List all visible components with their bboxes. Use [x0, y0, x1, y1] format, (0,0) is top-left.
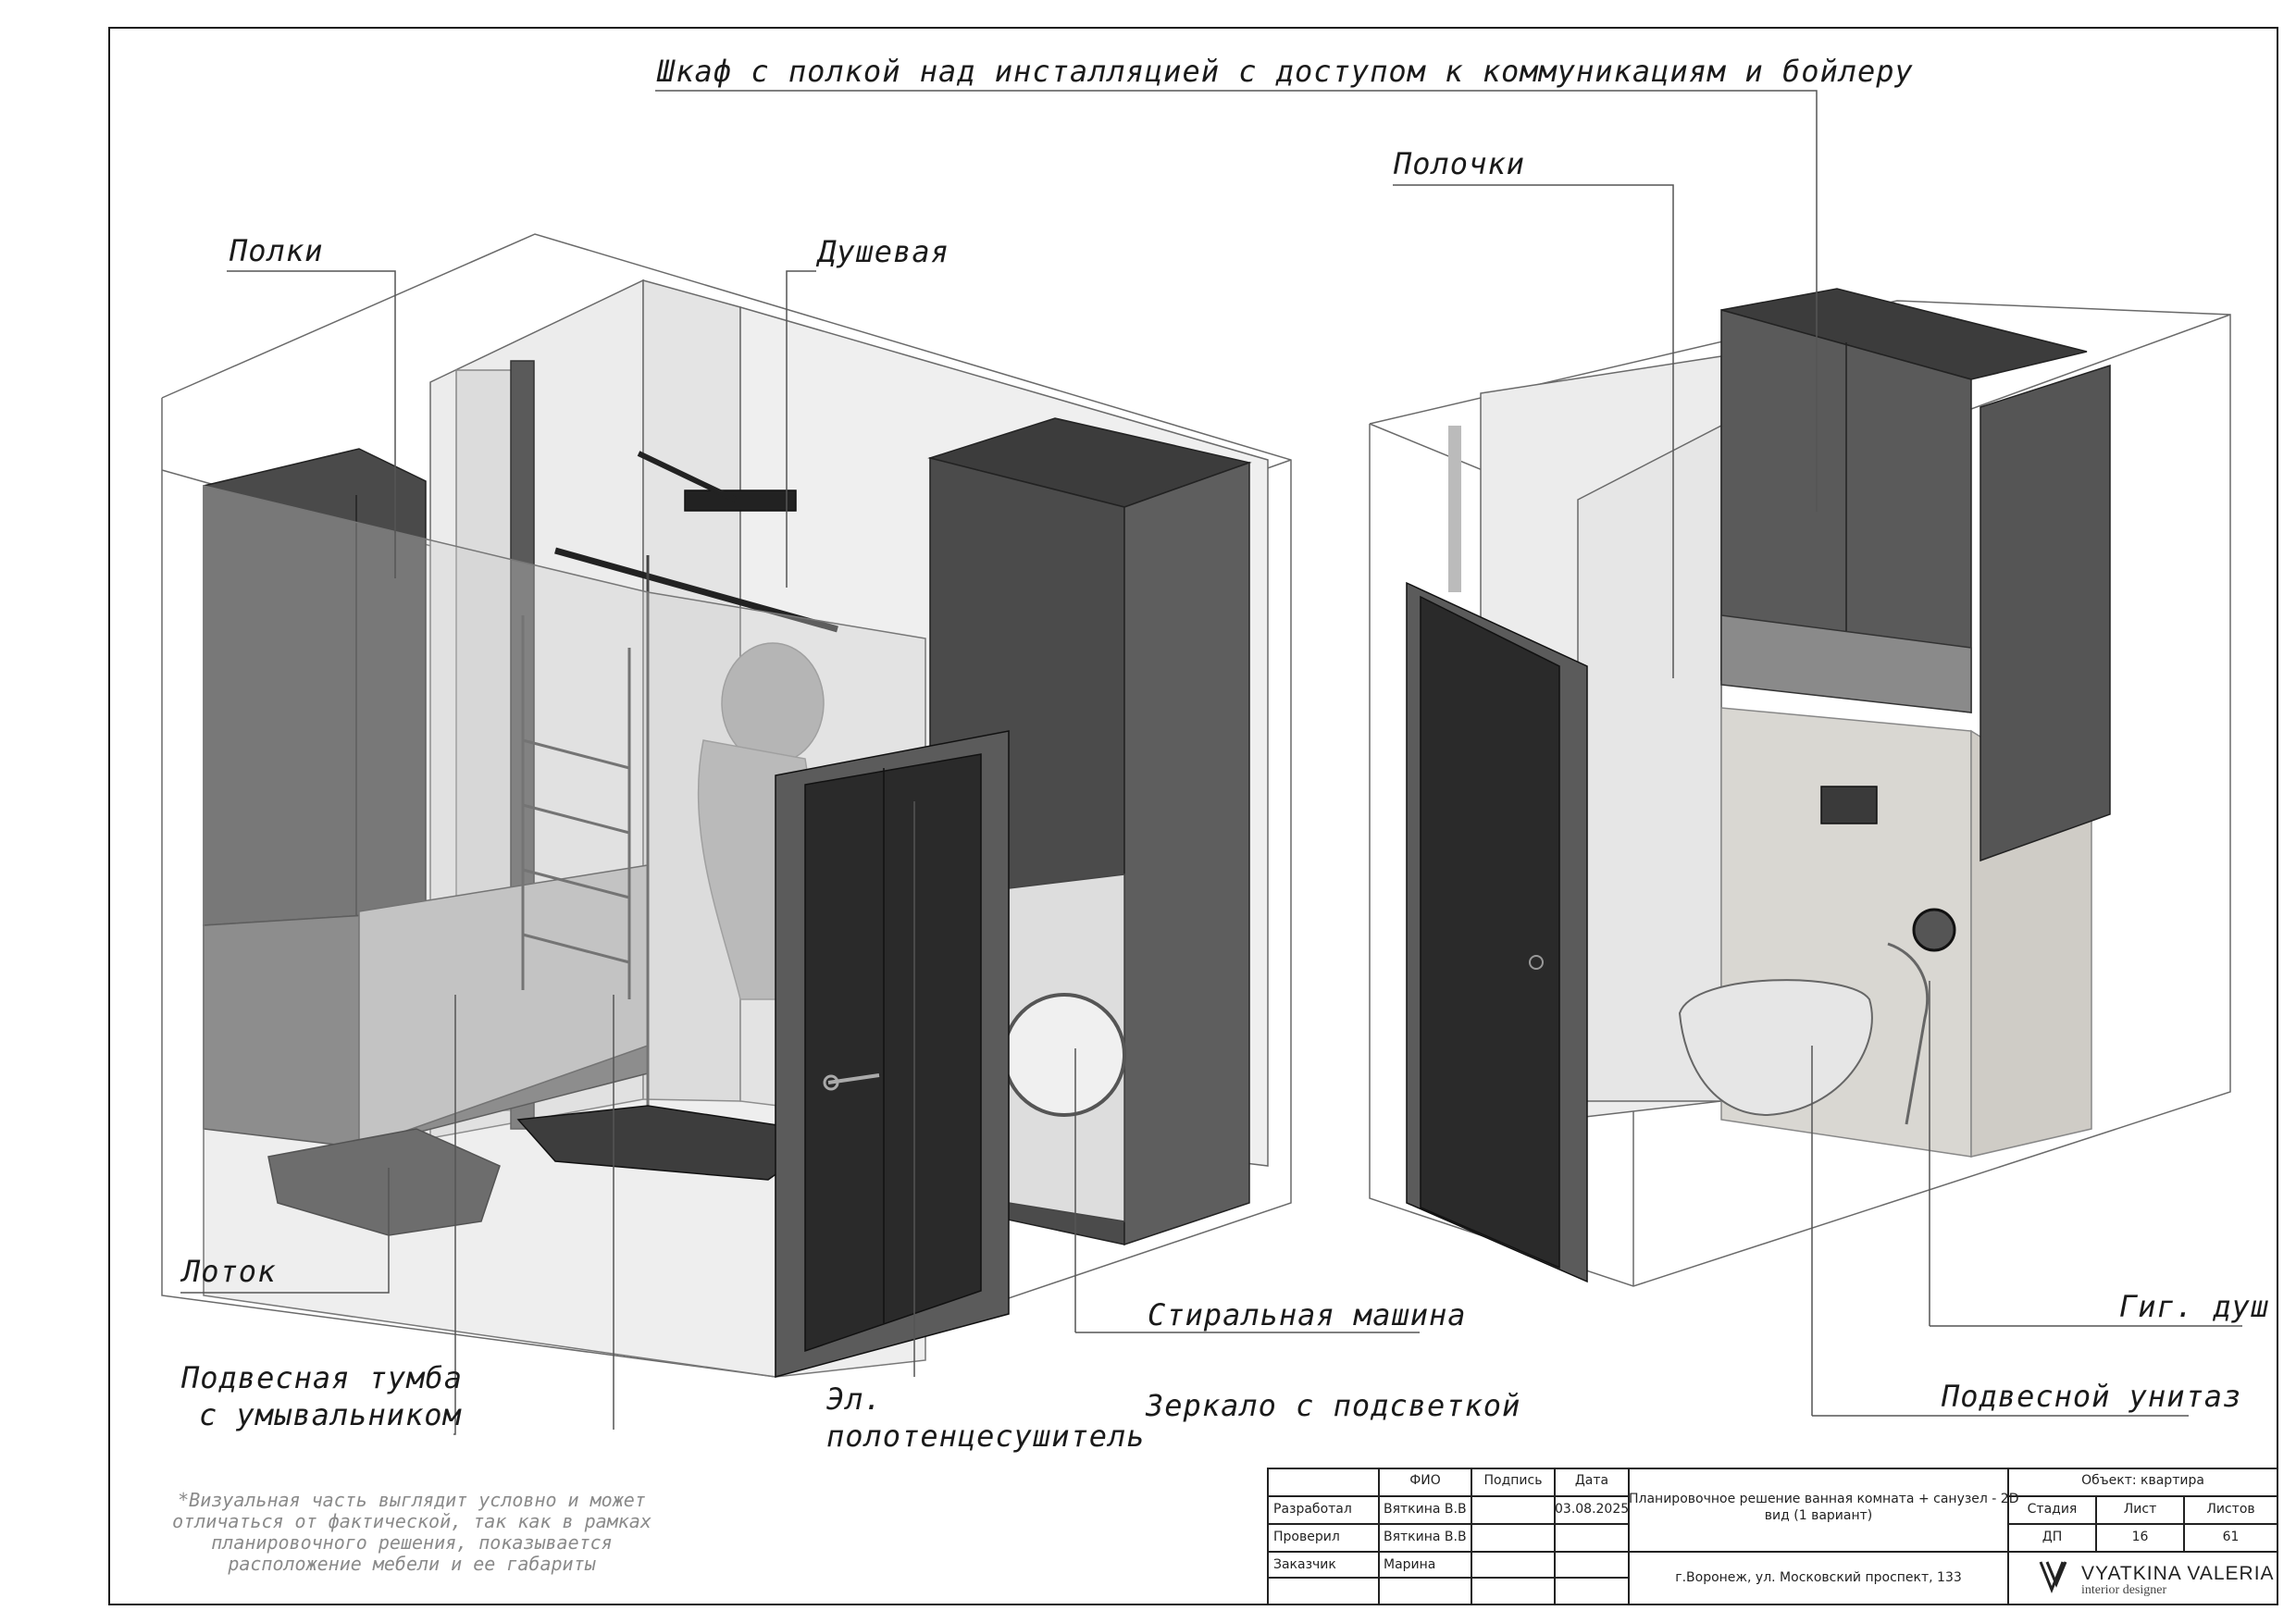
note-line: расположение мебели и ее габариты [228, 1553, 596, 1575]
tb-role: Заказчик [1273, 1557, 1336, 1572]
tb-header-date: Дата [1574, 1473, 1609, 1488]
label-washing-machine: Стиральная машина [1148, 1297, 1467, 1332]
shower-head [684, 489, 797, 512]
bathroom-3d-view [161, 233, 1292, 1378]
washing-machine-drum [1002, 993, 1126, 1117]
label-towel-line2: полотенцесушитель [826, 1419, 1146, 1454]
left-door [804, 753, 982, 1353]
note-line: отличаться от фактической, так как в рам… [172, 1510, 652, 1532]
label-vanity-line2: с умывальником [199, 1397, 462, 1432]
tb-sheets: 61 [2222, 1530, 2240, 1544]
tb-address: г.Воронеж, ул. Московский проспект, 133 [1675, 1570, 1962, 1585]
label-tray: Лоток [182, 1254, 277, 1289]
tb-role: Разработал [1273, 1502, 1352, 1517]
flush-button [1820, 786, 1878, 824]
note-line: *Визуальная часть выглядит условно и мож… [178, 1489, 646, 1511]
tb-stage-header: Стадия [2027, 1502, 2078, 1517]
right-door [1420, 595, 1560, 1270]
tb-project-title-line1: Планировочное решение ванная комната + с… [1629, 1492, 2019, 1506]
vyatkina-logo-mark [2039, 1561, 2067, 1594]
label-shelves-small: Полочки [1394, 146, 1525, 181]
sheet-frame [108, 27, 2278, 1605]
label-shelves: Полки [230, 233, 324, 268]
label-shower: Душевая [818, 234, 949, 269]
tb-role: Проверил [1273, 1530, 1340, 1544]
tb-date: 03.08.2025 [1555, 1502, 1630, 1517]
tb-name: Вяткина В.В [1384, 1502, 1467, 1517]
logo-subtitle: interior designer [2081, 1583, 2167, 1597]
wall-hung-toilet [1678, 979, 1873, 1117]
note-line: планировочного решения, показывается [211, 1531, 613, 1554]
tb-name: Вяткина В.В [1384, 1530, 1467, 1544]
tb-header-signature: Подпись [1483, 1473, 1543, 1488]
label-towel-line1: Эл. [826, 1381, 883, 1417]
title-block [1267, 1468, 2278, 1605]
tb-stage: ДП [2042, 1530, 2063, 1544]
floor-tray [267, 1128, 501, 1236]
heated-towel-rail [521, 615, 631, 999]
tb-object: Объект: квартира [2081, 1473, 2204, 1488]
tb-sheet-header: Лист [2123, 1502, 2157, 1517]
tb-header-fio: ФИО [1409, 1473, 1441, 1488]
leader-lines [180, 90, 2242, 1435]
label-hygienic-shower: Гиг. душ [2119, 1289, 2270, 1324]
logo-name: VYATKINA VALERIA [2081, 1563, 2275, 1584]
tb-name: Марина [1384, 1557, 1436, 1572]
hygienic-shower-mixer [1912, 908, 1956, 952]
tb-sheets-header: Листов [2206, 1502, 2255, 1517]
disclaimer-note: *Визуальная часть выглядит условно и мож… [153, 1490, 671, 1575]
tb-sheet: 16 [2131, 1530, 2149, 1544]
label-vanity-line1: Подвесная тумба [181, 1360, 463, 1395]
tb-project-title-line2: вид (1 вариант) [1764, 1508, 1873, 1523]
side-wall-cabinet [1980, 364, 2111, 862]
toilet-3d-view [1369, 288, 2231, 1287]
label-wall-toilet: Подвесной унитаз [1942, 1379, 2242, 1414]
label-cabinet-over-installation: Шкаф с полкой над инсталляцией с доступо… [657, 54, 1914, 89]
label-mirror: Зеркало с подсветкой [1146, 1388, 1521, 1423]
